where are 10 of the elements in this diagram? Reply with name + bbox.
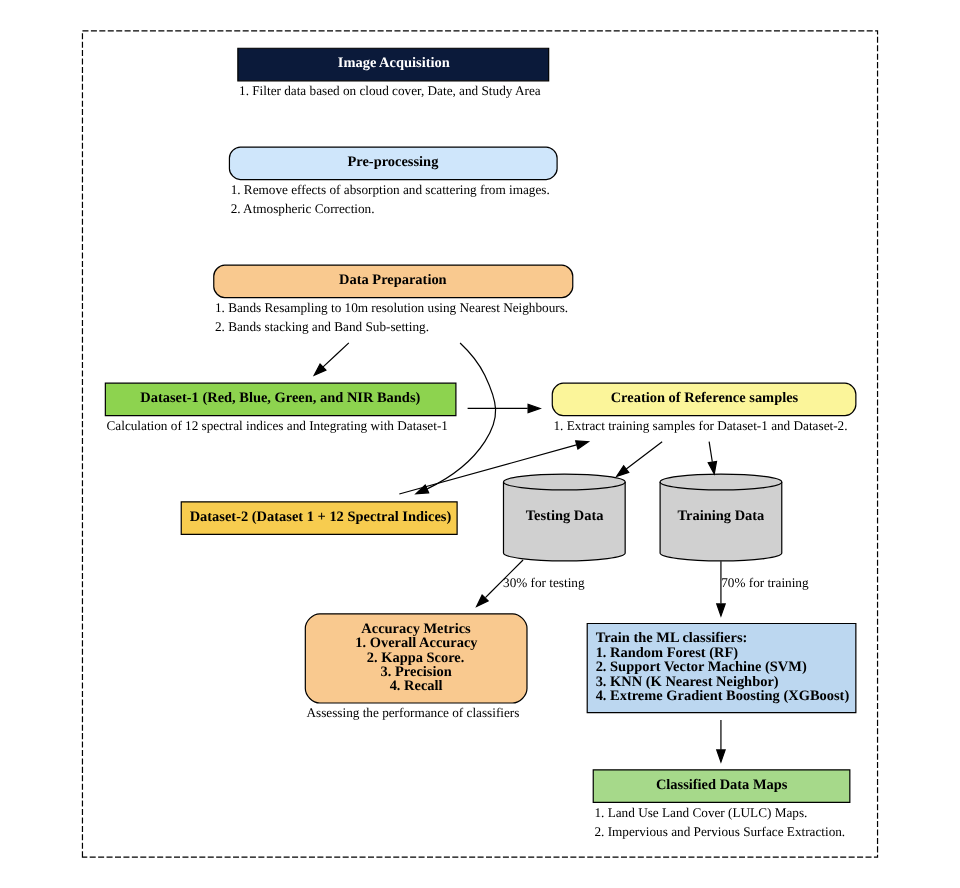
arrow bbox=[312, 342, 350, 377]
arrow bbox=[398, 440, 591, 495]
arrow bbox=[414, 342, 497, 495]
arrow bbox=[467, 403, 542, 414]
arrow bbox=[715, 560, 726, 618]
arrow bbox=[615, 441, 663, 478]
arrow bbox=[707, 441, 718, 476]
cluster bbox=[81, 30, 879, 858]
arrow bbox=[715, 719, 726, 764]
arrow bbox=[475, 559, 524, 608]
